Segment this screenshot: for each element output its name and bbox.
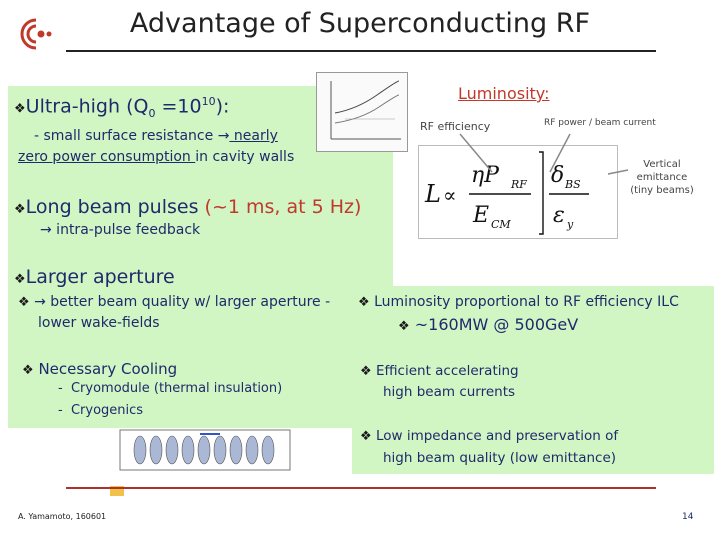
low-impedance-text: Low impedance and preservation of — [375, 428, 619, 444]
q-close: ): — [215, 95, 230, 118]
slide-title: Advantage of Superconducting RF — [129, 8, 591, 39]
bullet-160mw: ❖ ~160MW @ 500GeV — [398, 315, 578, 334]
intra-pulse-text: intra-pulse feedback — [51, 222, 201, 238]
pulse-spec: (~1 ms, at 5 Hz) — [204, 196, 362, 218]
diamond-bullet-icon: ❖ — [14, 272, 26, 287]
right-green-panel — [352, 286, 714, 474]
vertical-text: Vertical — [643, 159, 681, 170]
diamond-bullet-icon: ❖ — [14, 101, 26, 117]
tiny-beams-text: (tiny beams) — [630, 185, 694, 196]
efficient-accelerating-text: Efficient accelerating — [375, 363, 519, 379]
luminosity-heading-text: Luminosity: — [458, 84, 550, 103]
surface-resistance-line: - small surface resistance → nearly — [34, 128, 278, 144]
footer-rule — [66, 487, 656, 489]
larger-aperture-label: Larger aperture — [25, 266, 175, 288]
zero-power-text: zero power consumption — [18, 149, 196, 165]
nearly-text: nearly — [229, 128, 278, 144]
emittance-text: emittance — [636, 172, 688, 183]
q-subscript: 0 — [148, 107, 156, 121]
high-beam-quality-text: high beam quality (low emittance) — [383, 450, 617, 466]
diamond-bullet-icon: ❖ — [398, 319, 410, 334]
q-exponent: 10 — [201, 95, 216, 108]
svg-text:ηP: ηP — [471, 163, 500, 188]
rf-power-label: RF power / beam current — [544, 118, 656, 128]
diamond-bullet-icon: ❖ — [14, 202, 26, 217]
intra-pulse-line: → intra-pulse feedback — [40, 222, 200, 238]
surface-resistance-text: - small surface resistance — [34, 128, 218, 144]
long-pulses-label: Long beam pulses — [25, 196, 205, 218]
svg-text:RF: RF — [510, 178, 527, 191]
cooling-label: Necessary Cooling — [38, 360, 178, 378]
cryogenics-text: Cryogenics — [70, 403, 144, 418]
arrow-right-icon: → — [40, 222, 52, 238]
luminosity-formula: L ∝ ηP RF E CM δ BS ε y — [418, 145, 618, 239]
q-value: =10 — [155, 95, 202, 118]
svg-text:CM: CM — [491, 218, 511, 231]
svg-text:E: E — [472, 203, 489, 228]
svg-text:BS: BS — [564, 178, 581, 191]
diamond-bullet-icon: ❖ — [360, 429, 372, 444]
arrow-right-icon: → — [34, 294, 46, 310]
cryomodule-drawing — [110, 429, 291, 496]
diamond-bullet-icon: ❖ — [360, 364, 372, 379]
cavity-walls-text: in cavity walls — [195, 149, 295, 165]
svg-text:δ: δ — [551, 163, 564, 188]
beam-quality-text: better beam quality w/ larger aperture - — [45, 294, 331, 310]
svg-text:∝: ∝ — [443, 183, 457, 207]
svg-text:L: L — [424, 180, 441, 208]
diamond-bullet-icon: ❖ — [18, 295, 30, 310]
arrow-right-icon: → — [217, 128, 230, 144]
thumbnail-plot — [316, 72, 408, 152]
cryomodule-text: Cryomodule (thermal insulation) — [70, 381, 283, 396]
annotation-arrows — [459, 133, 629, 175]
title-rule — [66, 50, 656, 52]
svg-text:y: y — [566, 218, 574, 231]
page-number: 14 — [682, 512, 694, 522]
high-beam-currents-text: high beam currents — [383, 384, 516, 400]
beam-quality-line: ❖ → better beam quality w/ larger apertu… — [18, 294, 330, 310]
diamond-bullet-icon: ❖ — [22, 363, 34, 378]
cooling-item-1: - Cryomodule (thermal insulation) — [58, 381, 283, 396]
luminosity-proportional-text: Luminosity proportional to RF efficiency… — [374, 294, 679, 310]
cooling-item-2: - Cryogenics — [58, 403, 144, 418]
bullet-low-impedance: ❖ Low impedance and preservation of — [360, 428, 618, 444]
power-spec-text: ~160MW @ 500GeV — [414, 315, 579, 334]
bullet-long-pulses: ❖Long beam pulses (~1 ms, at 5 Hz) — [14, 196, 361, 218]
bullet-ultra-high: ❖Ultra-high (Q0 =1010): — [14, 95, 229, 120]
institution-logo — [20, 18, 52, 50]
rf-efficiency-label: RF efficiency — [420, 120, 491, 133]
svg-text:ε: ε — [553, 203, 565, 228]
wake-fields-text: lower wake-fields — [38, 315, 160, 331]
bullet-efficient-accelerating: ❖ Efficient accelerating — [360, 363, 519, 379]
bullet-larger-aperture: ❖Larger aperture — [14, 266, 175, 288]
bullet-luminosity-proportional: ❖ Luminosity proportional to RF efficien… — [358, 294, 679, 310]
luminosity-heading: Luminosity: — [458, 84, 549, 103]
diamond-bullet-icon: ❖ — [358, 295, 370, 310]
author-credit: A. Yamamoto, 160601 — [18, 512, 107, 521]
zero-power-line: zero power consumption in cavity walls — [18, 149, 294, 165]
vertical-emittance-label: Vertical emittance (tiny beams) — [622, 158, 702, 197]
ultra-high-label: Ultra-high (Q — [25, 95, 149, 118]
bullet-necessary-cooling: ❖ Necessary Cooling — [22, 360, 177, 378]
